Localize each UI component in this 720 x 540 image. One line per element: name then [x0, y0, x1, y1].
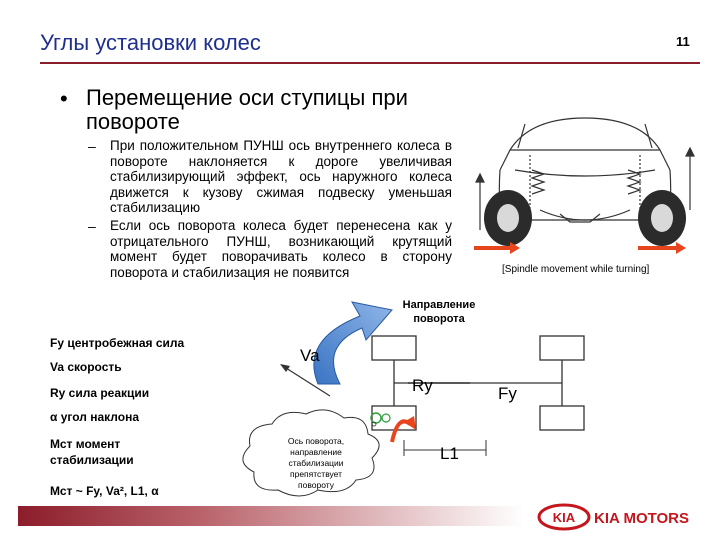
- page-number: 11: [676, 34, 690, 49]
- sub-bullet-text: Если ось поворота колеса будет перенесен…: [110, 218, 452, 280]
- legend-alpha: α угол наклона: [50, 410, 140, 424]
- legend-formula: Мст ~ Fy, Va², L1, α: [50, 484, 159, 498]
- kia-brand-text: KIA MOTORS: [594, 510, 689, 527]
- title-divider: [40, 62, 700, 64]
- car-front-illustration: [474, 117, 695, 254]
- slide-title: Углы установки колес: [40, 30, 261, 55]
- va-label: Va: [300, 346, 320, 365]
- bullet-marker: •: [60, 86, 68, 111]
- ry-label: Ry: [412, 376, 433, 395]
- l1-label: L1: [440, 444, 459, 463]
- kia-logo-mark: KIA: [553, 510, 576, 525]
- legend-mct: Мст момент стабилизации: [50, 437, 134, 467]
- legend-fy: Fy центробежная сила: [50, 336, 185, 350]
- sub-bullet-dash: –: [88, 138, 96, 154]
- cloud-callout-text: Ось поворота, направление стабилизации п…: [287, 436, 345, 490]
- sub-bullet-dash: –: [88, 218, 96, 234]
- kia-motors-logo: KIA KIA MOTORS: [537, 503, 689, 531]
- legend-va: Va скорость: [50, 360, 122, 374]
- sub-bullet-text: При положительном ПУНШ ось внутреннего к…: [110, 138, 452, 215]
- footer-gradient-bar: [18, 506, 524, 526]
- bullet-heading: Перемещение оси ступицы при повороте: [86, 85, 408, 134]
- car-caption: [Spindle movement while turning]: [502, 264, 650, 275]
- legend-ry: Ry сила реакции: [50, 386, 150, 400]
- fy-label: Fy: [498, 384, 517, 403]
- turn-direction-label: Направление поворота: [402, 299, 476, 325]
